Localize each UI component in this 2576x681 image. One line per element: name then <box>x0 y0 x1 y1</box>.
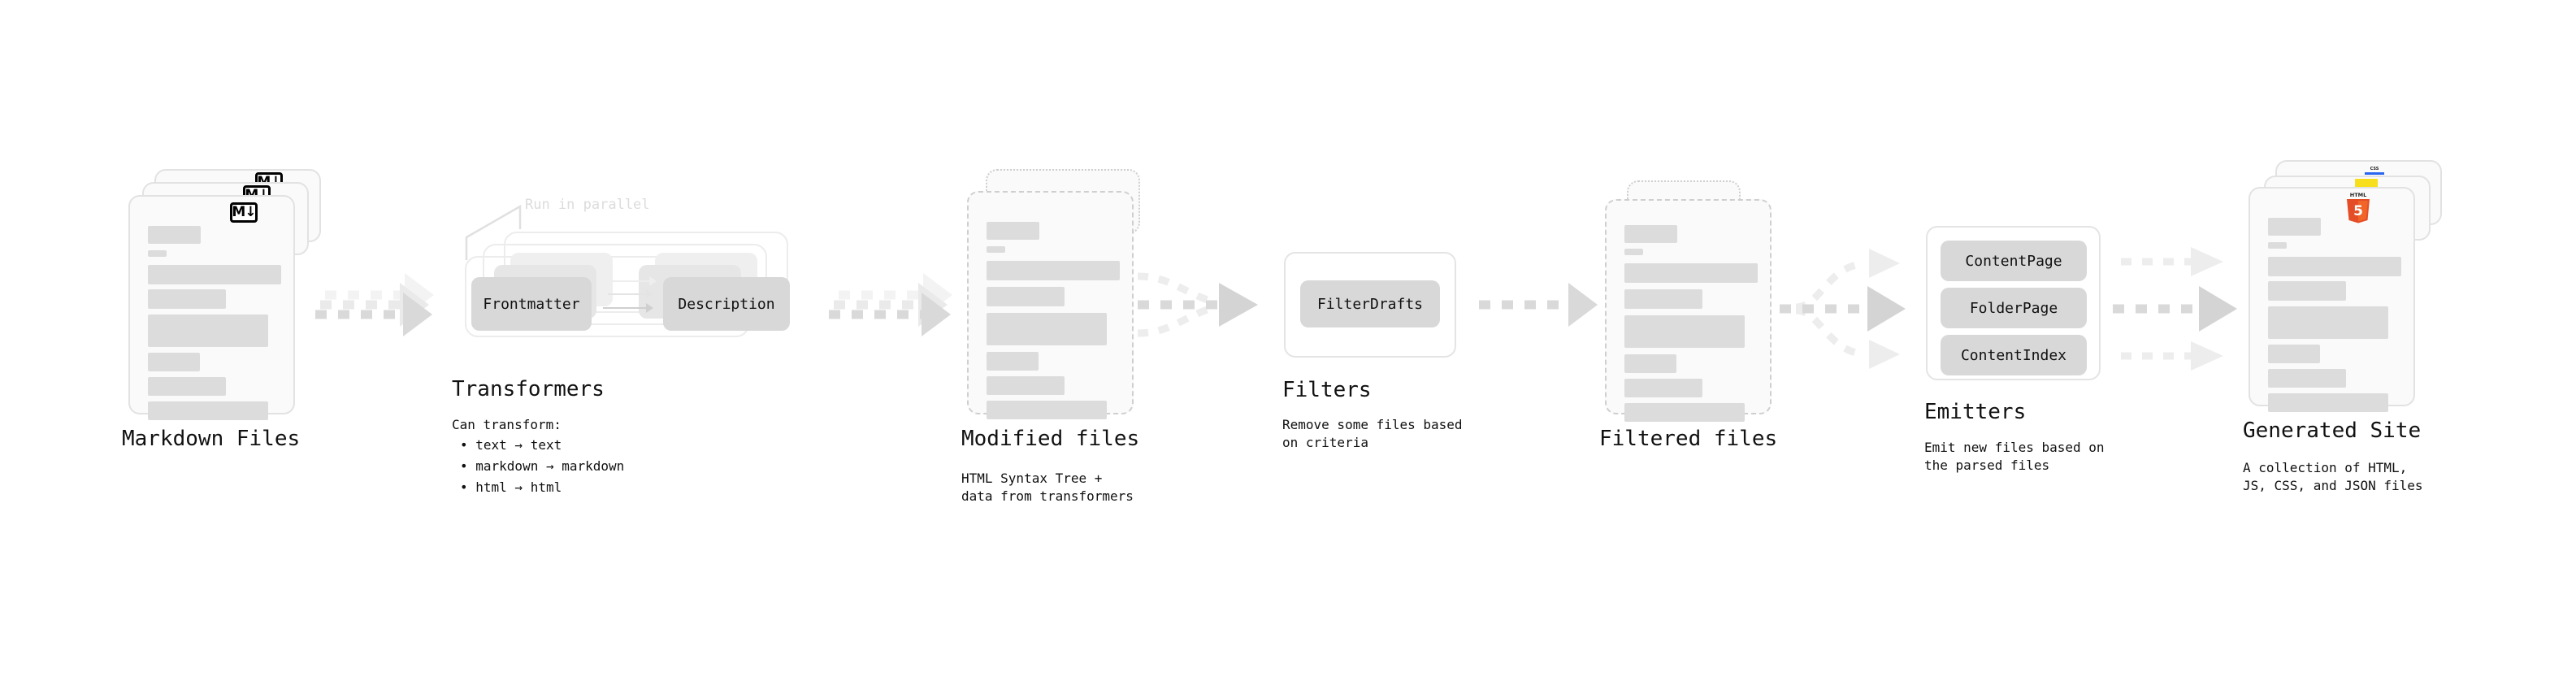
filtered-file-sheet-front <box>1605 199 1772 422</box>
stage-title-filters: Filters <box>1282 378 1372 402</box>
doc-skeleton-bar <box>148 314 268 347</box>
markdown-badge-icon: M↓ <box>230 202 258 223</box>
doc-skeleton-bar <box>1624 225 1677 243</box>
doc-skeleton-bar <box>2268 369 2346 388</box>
doc-skeleton-bar <box>1624 315 1745 348</box>
svg-text:5: 5 <box>2353 203 2363 219</box>
doc-skeleton-bar <box>987 352 1039 371</box>
stage-title-filtered-files: Filtered files <box>1599 427 1778 451</box>
transformer-pill-frontmatter[interactable]: Frontmatter <box>471 277 592 331</box>
doc-skeleton-bar <box>148 353 200 371</box>
transformer-inner-arrow-mid <box>608 289 653 299</box>
doc-skeleton-bar <box>987 261 1120 280</box>
flow-arrow-modified-to-filters <box>1138 252 1284 358</box>
stage-title-modified-files: Modified files <box>961 427 1140 451</box>
doc-skeleton-bar <box>2268 393 2388 412</box>
css-badge-icon: CSS <box>2365 165 2384 175</box>
doc-skeleton-bar <box>987 313 1107 345</box>
flow-arrow-transformers-to-modified <box>829 268 959 341</box>
doc-skeleton-bar <box>987 246 1005 253</box>
doc-skeleton-bar <box>987 376 1065 395</box>
doc-skeleton-bar <box>987 401 1107 419</box>
flow-arrow-filters-to-filtered <box>1479 283 1609 327</box>
transformers-annotation: Run in parallel <box>525 197 650 213</box>
doc-skeleton-bar <box>987 287 1065 306</box>
doc-skeleton-bar <box>1624 289 1702 309</box>
doc-skeleton-bar <box>2268 306 2388 339</box>
doc-skeleton-bar <box>1624 379 1702 397</box>
flow-arrow-emitters-to-site <box>2113 236 2255 382</box>
transformers-bullet-1: • markdown → markdown <box>460 458 625 474</box>
filter-chip-filterdrafts[interactable]: FilterDrafts <box>1300 280 1440 327</box>
stage-title-generated-site: Generated Site <box>2243 419 2422 443</box>
generated-site-subtitle: A collection of HTML, JS, CSS, and JSON … <box>2243 460 2423 493</box>
site-file-sheet-front <box>2249 187 2415 412</box>
doc-skeleton-bar <box>987 222 1039 240</box>
doc-skeleton-bar <box>1624 263 1758 283</box>
doc-skeleton-bar <box>148 401 268 420</box>
markdown-file-sheet-front <box>128 195 295 420</box>
stage-title-emitters: Emitters <box>1924 400 2027 424</box>
transformers-bullet-0: • text → text <box>460 437 562 453</box>
doc-skeleton-bar <box>148 377 226 396</box>
html5-badge-icon: HTML 5 <box>2344 191 2372 223</box>
emitter-chip-contentindex[interactable]: ContentIndex <box>1941 335 2087 375</box>
doc-skeleton-bar <box>148 226 201 244</box>
js-badge-icon <box>2355 179 2378 189</box>
doc-skeleton-bar <box>2268 218 2321 236</box>
doc-skeleton-bar <box>148 289 226 309</box>
stage-title-transformers: Transformers <box>452 377 605 401</box>
transformer-pill-description[interactable]: Description <box>663 277 790 331</box>
stage-title-markdown-files: Markdown Files <box>122 427 301 451</box>
doc-skeleton-bar <box>1624 403 1745 422</box>
transformer-inner-arrow-back <box>611 276 657 286</box>
doc-skeleton-bar <box>1624 249 1643 255</box>
transformers-subtitle: Can transform: <box>452 417 562 432</box>
emitter-chip-contentpage[interactable]: ContentPage <box>1941 241 2087 281</box>
doc-skeleton-bar <box>2268 345 2320 363</box>
emitters-subtitle: Emit new files based on the parsed files <box>1924 440 2105 473</box>
parallel-bracket-icon <box>465 204 522 260</box>
doc-skeleton-bar <box>148 265 281 284</box>
transformer-inner-arrow-front <box>603 303 653 313</box>
filters-subtitle: Remove some files based on criteria <box>1282 417 1463 450</box>
doc-skeleton-bar <box>1624 354 1676 373</box>
emitter-chip-folderpage[interactable]: FolderPage <box>1941 288 2087 328</box>
svg-text:HTML: HTML <box>2350 192 2366 198</box>
modified-files-subtitle: HTML Syntax Tree + data from transformer… <box>961 471 1134 504</box>
flow-arrow-filtered-to-emitters <box>1780 236 1926 382</box>
transformers-bullet-2: • html → html <box>460 479 562 495</box>
doc-skeleton-bar <box>2268 242 2287 249</box>
modified-file-sheet-front <box>967 191 1134 419</box>
css-badge-label: CSS <box>2370 167 2379 171</box>
css-badge-bar <box>2365 172 2384 175</box>
doc-skeleton-bar <box>148 250 167 257</box>
doc-skeleton-bar <box>2268 257 2401 276</box>
flow-arrow-markdown-to-transformers <box>315 268 437 341</box>
doc-skeleton-bar <box>2268 281 2346 301</box>
